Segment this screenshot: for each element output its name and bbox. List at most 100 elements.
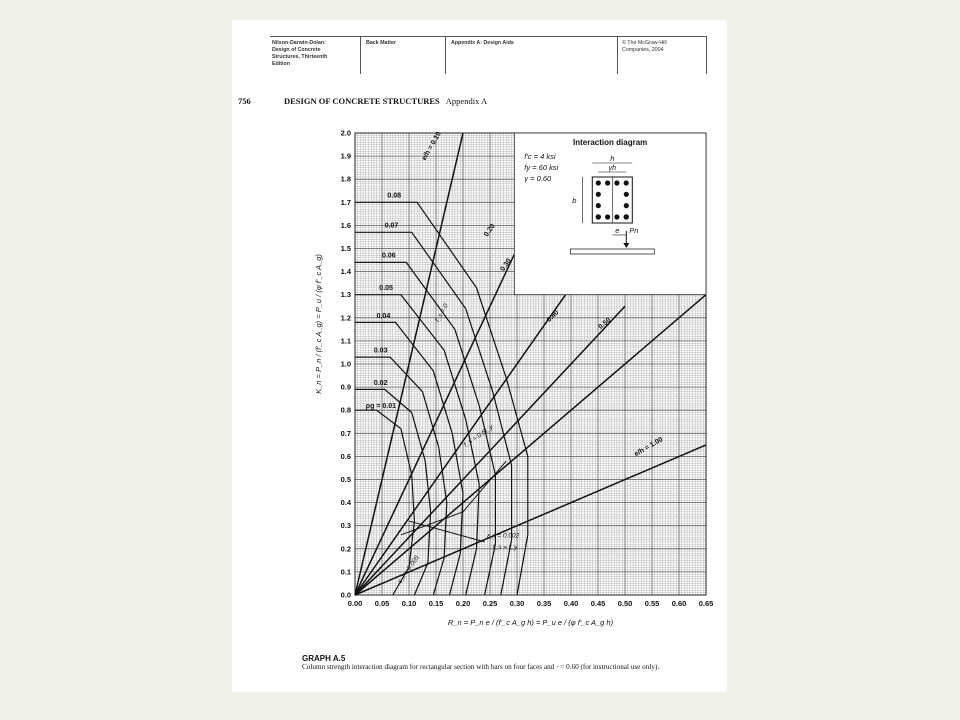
y-tick-label: 1.6 [341,221,351,230]
x-tick-label: 0.00 [348,599,363,608]
rebar-dot [595,203,601,209]
page-number: 756 [238,96,251,106]
y-tick-label: 0.2 [341,544,351,553]
inset-box [513,132,707,296]
header-divider [360,36,361,74]
series-line [354,294,707,596]
y-tick-label: 1.0 [341,360,351,369]
y-tick-label: 1.9 [341,152,351,161]
series-label: 0.04 [377,313,391,320]
y-tick-label: 0.4 [341,498,352,507]
column-base [569,248,655,255]
y-tick-label: 0.1 [341,567,351,576]
y-tick-label: 1.8 [341,175,351,184]
rebar-dot [623,191,629,197]
x-tick-label: 0.40 [564,599,579,608]
x-tick-label: 0.60 [672,599,687,608]
rebar-dot [605,180,611,186]
x-axis-title: R_n = P_n e / (f'_c A_g h) = P_u e / (φ … [448,618,614,627]
x-tick-label: 0.55 [645,599,660,608]
series-label: ρg = 0.01 [366,403,396,410]
x-tick-label: 0.20 [456,599,471,608]
copyright-line: Companies, 2004 [622,47,664,53]
rebar-dot [614,214,620,220]
rebar-dot [614,180,620,186]
y-tick-label: 0.0 [341,591,351,600]
y-tick-label: 2.0 [341,129,351,138]
series-line [355,261,496,596]
y-tick-label: 1.1 [341,336,351,345]
x-tick-label: 0.65 [699,599,714,608]
rebar-dot [595,191,601,197]
annotation-label: ε_t = 0.002 [487,532,519,539]
series-line [355,356,448,596]
y-tick-label: 0.7 [341,429,351,438]
x-tick-label: 0.50 [618,599,633,608]
inset-param: γ = 0.60 [524,174,552,183]
inset-label-pn: Pn [629,226,638,235]
strain-line [400,460,507,536]
inset-label-gh: γh [609,165,617,172]
series-line [354,248,599,596]
load-arrow-head [623,243,630,248]
x-tick-label: 0.30 [510,599,525,608]
y-tick-label: 1.4 [341,267,352,276]
x-tick-label: 0.10 [402,599,417,608]
x-tick-label: 0.15 [429,599,444,608]
y-tick-label: 0.8 [341,406,351,415]
rebar-dot [623,203,629,209]
rebar-dot [623,180,629,186]
header-author-line: Nilson-Darwin-Dolan: [272,40,326,46]
caption-title: GRAPH A.5 [302,654,346,663]
header-rule [270,36,706,37]
x-tick-label: 0.35 [537,599,552,608]
series-line [355,231,513,596]
x-tick-label: 0.45 [591,599,606,608]
header-copyright: © The McGraw-Hill Companies, 2004 [622,40,667,54]
series-label: 0.05 [379,285,393,292]
copyright-line: © The McGraw-Hill [622,40,667,46]
series-line [354,132,464,596]
y-tick-label: 0.5 [341,475,351,484]
appendix-label: Appendix A [445,96,488,106]
inset-label-b: b [572,196,576,205]
series-label: 0.06 [382,253,396,260]
rebar-dot [605,214,611,220]
header-authors: Nilson-Darwin-Dolan: Design of Concrete … [272,40,327,68]
series-label: 0.08 [387,193,401,200]
series-line [355,388,432,596]
series-line [354,444,707,596]
rebar-dot [595,214,601,220]
header-author-line: Edition [272,61,290,67]
annotation-label: f_s = f_y [493,544,518,551]
y-tick-label: 1.5 [341,244,351,253]
series-label: 0.03 [374,347,388,354]
interaction-chart: 0.00 0.05 0.10 0.15 0.20 0.25 0.30 0.35 0.40 0.45… [314,129,714,628]
inset-label-e: e [615,226,619,235]
y-tick-label: 1.2 [341,313,351,322]
series-label: 0.02 [374,380,388,387]
header-author-line: Structures, Thirteenth [272,54,328,60]
inset-label-h: h [610,154,614,163]
x-tick-label: 0.25 [483,599,498,608]
series-line [355,321,464,596]
y-tick-label: 0.6 [341,452,351,461]
y-tick-label: 1.7 [341,198,351,207]
y-axis-title: K_n = P_n / (f'_c A_g) = P_u / (φ f'_c A… [314,254,323,394]
header-divider [706,36,707,74]
header-divider [617,36,618,74]
y-tick-label: 0.3 [341,521,351,530]
y-tick-label: 0.9 [341,383,351,392]
header-section: Back Matter [366,40,397,46]
strain-line [408,520,485,543]
caption-text: Column strength interaction diagram for … [302,663,660,671]
series-line [355,201,529,596]
series-line [354,190,545,596]
series-line [354,305,626,596]
series-label: 0.07 [385,223,399,230]
inset-param: fy = 60 ksi [524,163,558,172]
inset-param: f'c = 4 ksi [524,152,556,161]
document-page: Nilson-Darwin-Dolan: Design of Concrete … [232,20,727,692]
inset-title: Interaction diagram [573,138,647,147]
